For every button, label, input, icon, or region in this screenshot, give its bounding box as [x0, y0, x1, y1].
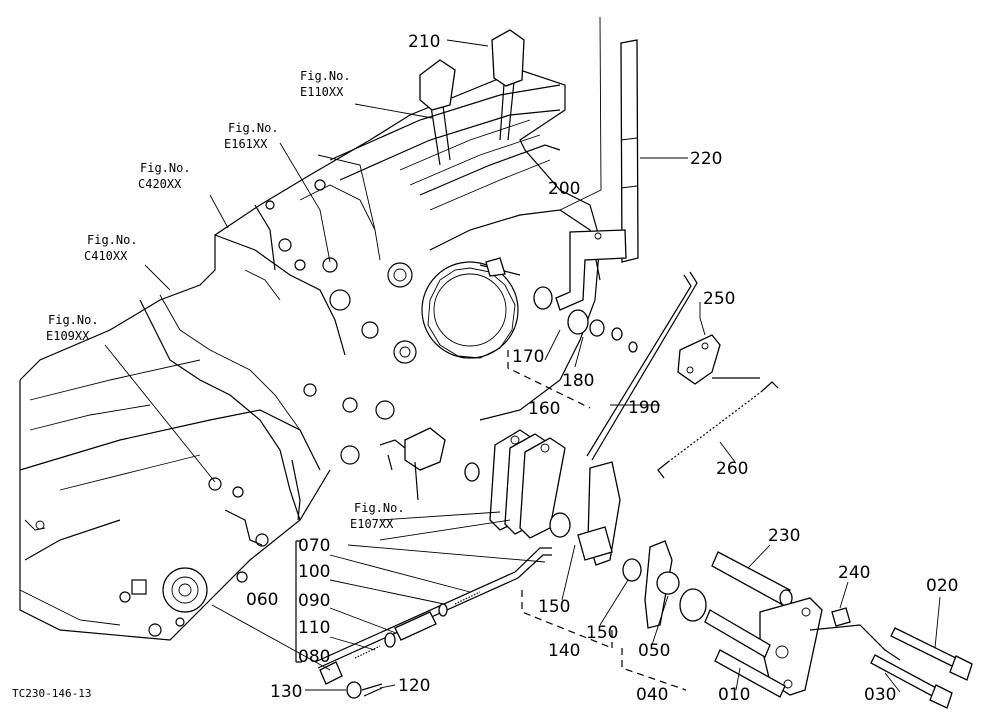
fig-ref-e161-line2: E161XX [224, 137, 268, 151]
part-label-030: 030 [864, 685, 896, 705]
part-label-070: 070 [298, 536, 330, 556]
part-label-220: 220 [690, 149, 722, 169]
part-label-040: 040 [636, 685, 668, 705]
fig-ref-e110-line1: Fig.No. [300, 69, 351, 83]
part-label-230: 230 [768, 526, 800, 546]
part-label-130: 130 [270, 682, 302, 702]
fig-ref-c420-line1: Fig.No. [140, 161, 191, 175]
part-label-190: 190 [628, 398, 660, 418]
part-label-090: 090 [298, 591, 330, 611]
fig-ref-e109-line2: E109XX [46, 329, 90, 343]
part-label-120: 120 [398, 676, 430, 696]
fig-ref-c410-line1: Fig.No. [87, 233, 138, 247]
part-label-150-a: 150 [538, 597, 570, 617]
fig-ref-e107-line2: E107XX [350, 517, 394, 531]
part-label-200: 200 [548, 179, 580, 199]
part-label-240: 240 [838, 563, 870, 583]
part-label-250: 250 [703, 289, 735, 309]
fig-ref-e109-line1: Fig.No. [48, 313, 99, 327]
part-label-160: 160 [528, 399, 560, 419]
part-label-020: 020 [926, 576, 958, 596]
part-label-080: 080 [298, 647, 330, 667]
part-label-100: 100 [298, 562, 330, 582]
transmission-housing-drawing [19, 29, 601, 641]
fig-ref-labels: Fig.No. E110XX Fig.No. E161XX Fig.No. C4… [46, 69, 405, 531]
part-label-180: 180 [562, 371, 594, 391]
part-label-150-b: 150 [586, 623, 618, 643]
part-label-210: 210 [408, 32, 440, 52]
fig-ref-e110-line2: E110XX [300, 85, 344, 99]
part-label-140: 140 [548, 641, 580, 661]
part-label-170: 170 [512, 347, 544, 367]
part-label-010: 010 [718, 685, 750, 705]
fig-ref-c420-line2: C420XX [138, 177, 182, 191]
fig-ref-e107-line1: Fig.No. [354, 501, 405, 515]
group-outlines [507, 350, 687, 691]
part-label-050: 050 [638, 641, 670, 661]
part-label-060: 060 [246, 590, 278, 610]
part-label-260: 260 [716, 459, 748, 479]
fig-ref-e161-line1: Fig.No. [228, 121, 279, 135]
fig-ref-c410-line2: C410XX [84, 249, 128, 263]
part-label-110: 110 [298, 618, 330, 638]
diagram-code: TC230-146-13 [12, 687, 91, 700]
exploded-parts-drawing [314, 39, 973, 709]
leader-lines [104, 16, 941, 693]
part-labels: 210 220 200 250 170 180 160 190 260 230 … [246, 32, 958, 705]
